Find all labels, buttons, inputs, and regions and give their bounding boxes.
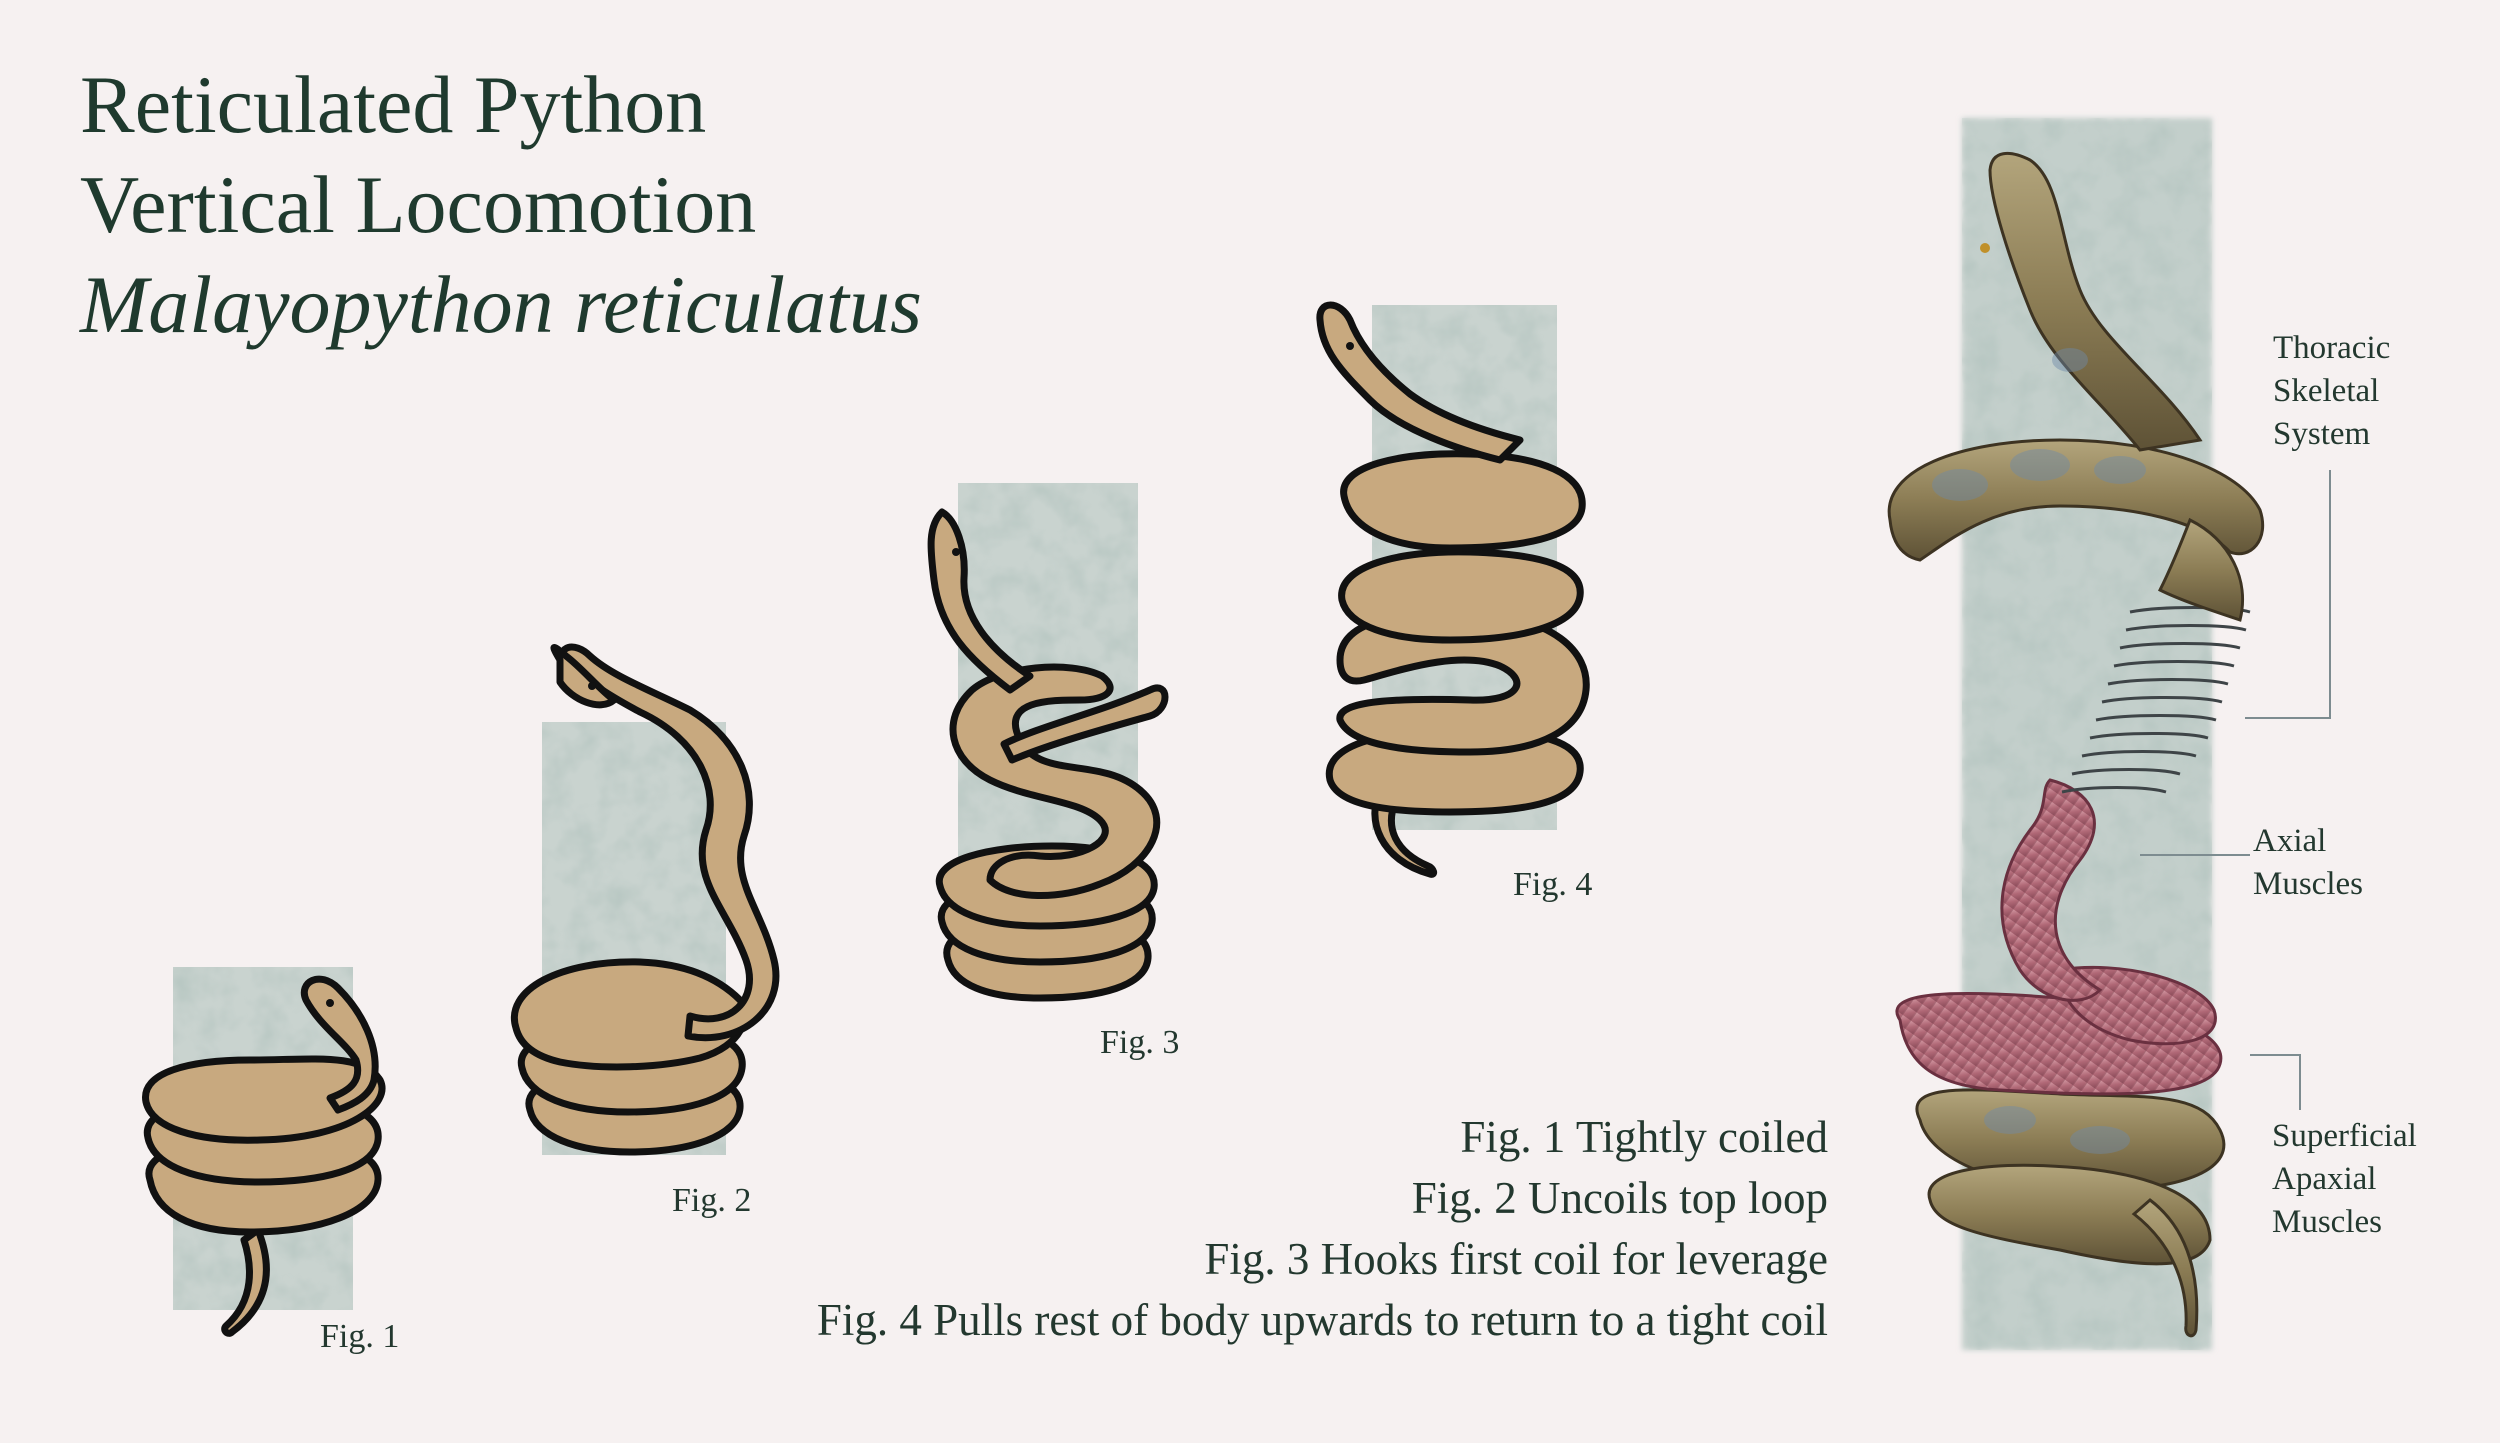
rib-cage bbox=[2061, 606, 2251, 794]
fig1-label: Fig. 1 bbox=[320, 1318, 400, 1355]
caption-fig2: Fig. 2 Uncoils top loop bbox=[1411, 1173, 1828, 1223]
caption-list: Fig. 1 Tightly coiled Fig. 2 Uncoils top… bbox=[817, 1107, 1828, 1351]
label-superficial-line1: Superficial bbox=[2272, 1118, 2417, 1154]
fig1-snake bbox=[142, 975, 386, 1337]
caption-fig3: Fig. 3 Hooks first coil for leverage bbox=[1204, 1234, 1828, 1284]
fig2-label: Fig. 2 bbox=[672, 1182, 752, 1219]
fig3-snake bbox=[927, 508, 1169, 1002]
caption-fig1: Fig. 1 Tightly coiled bbox=[1460, 1112, 1828, 1162]
fig1-diagram bbox=[142, 967, 386, 1337]
label-thoracic-line1: Thoracic bbox=[2273, 330, 2391, 366]
title-species: Malayopython reticulatus bbox=[80, 259, 922, 350]
label-superficial-apaxial-muscles: Superficial Apaxial Muscles bbox=[2272, 1115, 2417, 1244]
title-line-2: Vertical Locomotion bbox=[80, 159, 757, 250]
fig2-diagram bbox=[510, 643, 780, 1156]
label-thoracic-skeletal-system: Thoracic Skeletal System bbox=[2273, 327, 2390, 456]
fig2-snake bbox=[510, 643, 780, 1156]
label-axial-line2: Muscles bbox=[2253, 866, 2363, 902]
caption-fig4: Fig. 4 Pulls rest of body upwards to ret… bbox=[816, 1295, 1828, 1345]
label-superficial-line2: Apaxial bbox=[2272, 1161, 2377, 1197]
label-thoracic-line3: System bbox=[2273, 416, 2371, 452]
anatomical-python bbox=[1887, 118, 2331, 1350]
label-thoracic-line2: Skeletal bbox=[2273, 373, 2380, 409]
fig4-label: Fig. 4 bbox=[1513, 866, 1593, 903]
label-axial-line1: Axial bbox=[2253, 823, 2327, 859]
title-block: Reticulated Python Vertical Locomotion M… bbox=[80, 55, 922, 355]
title-line-1: Reticulated Python bbox=[80, 59, 707, 150]
fig3-diagram bbox=[927, 483, 1169, 1002]
fig3-label: Fig. 3 bbox=[1100, 1024, 1180, 1061]
leader-lines bbox=[2140, 470, 2331, 1110]
fig4-diagram bbox=[1316, 301, 1590, 878]
label-superficial-line3: Muscles bbox=[2272, 1204, 2382, 1240]
fig4-snake bbox=[1316, 301, 1590, 878]
label-axial-muscles: Axial Muscles bbox=[2253, 820, 2363, 906]
